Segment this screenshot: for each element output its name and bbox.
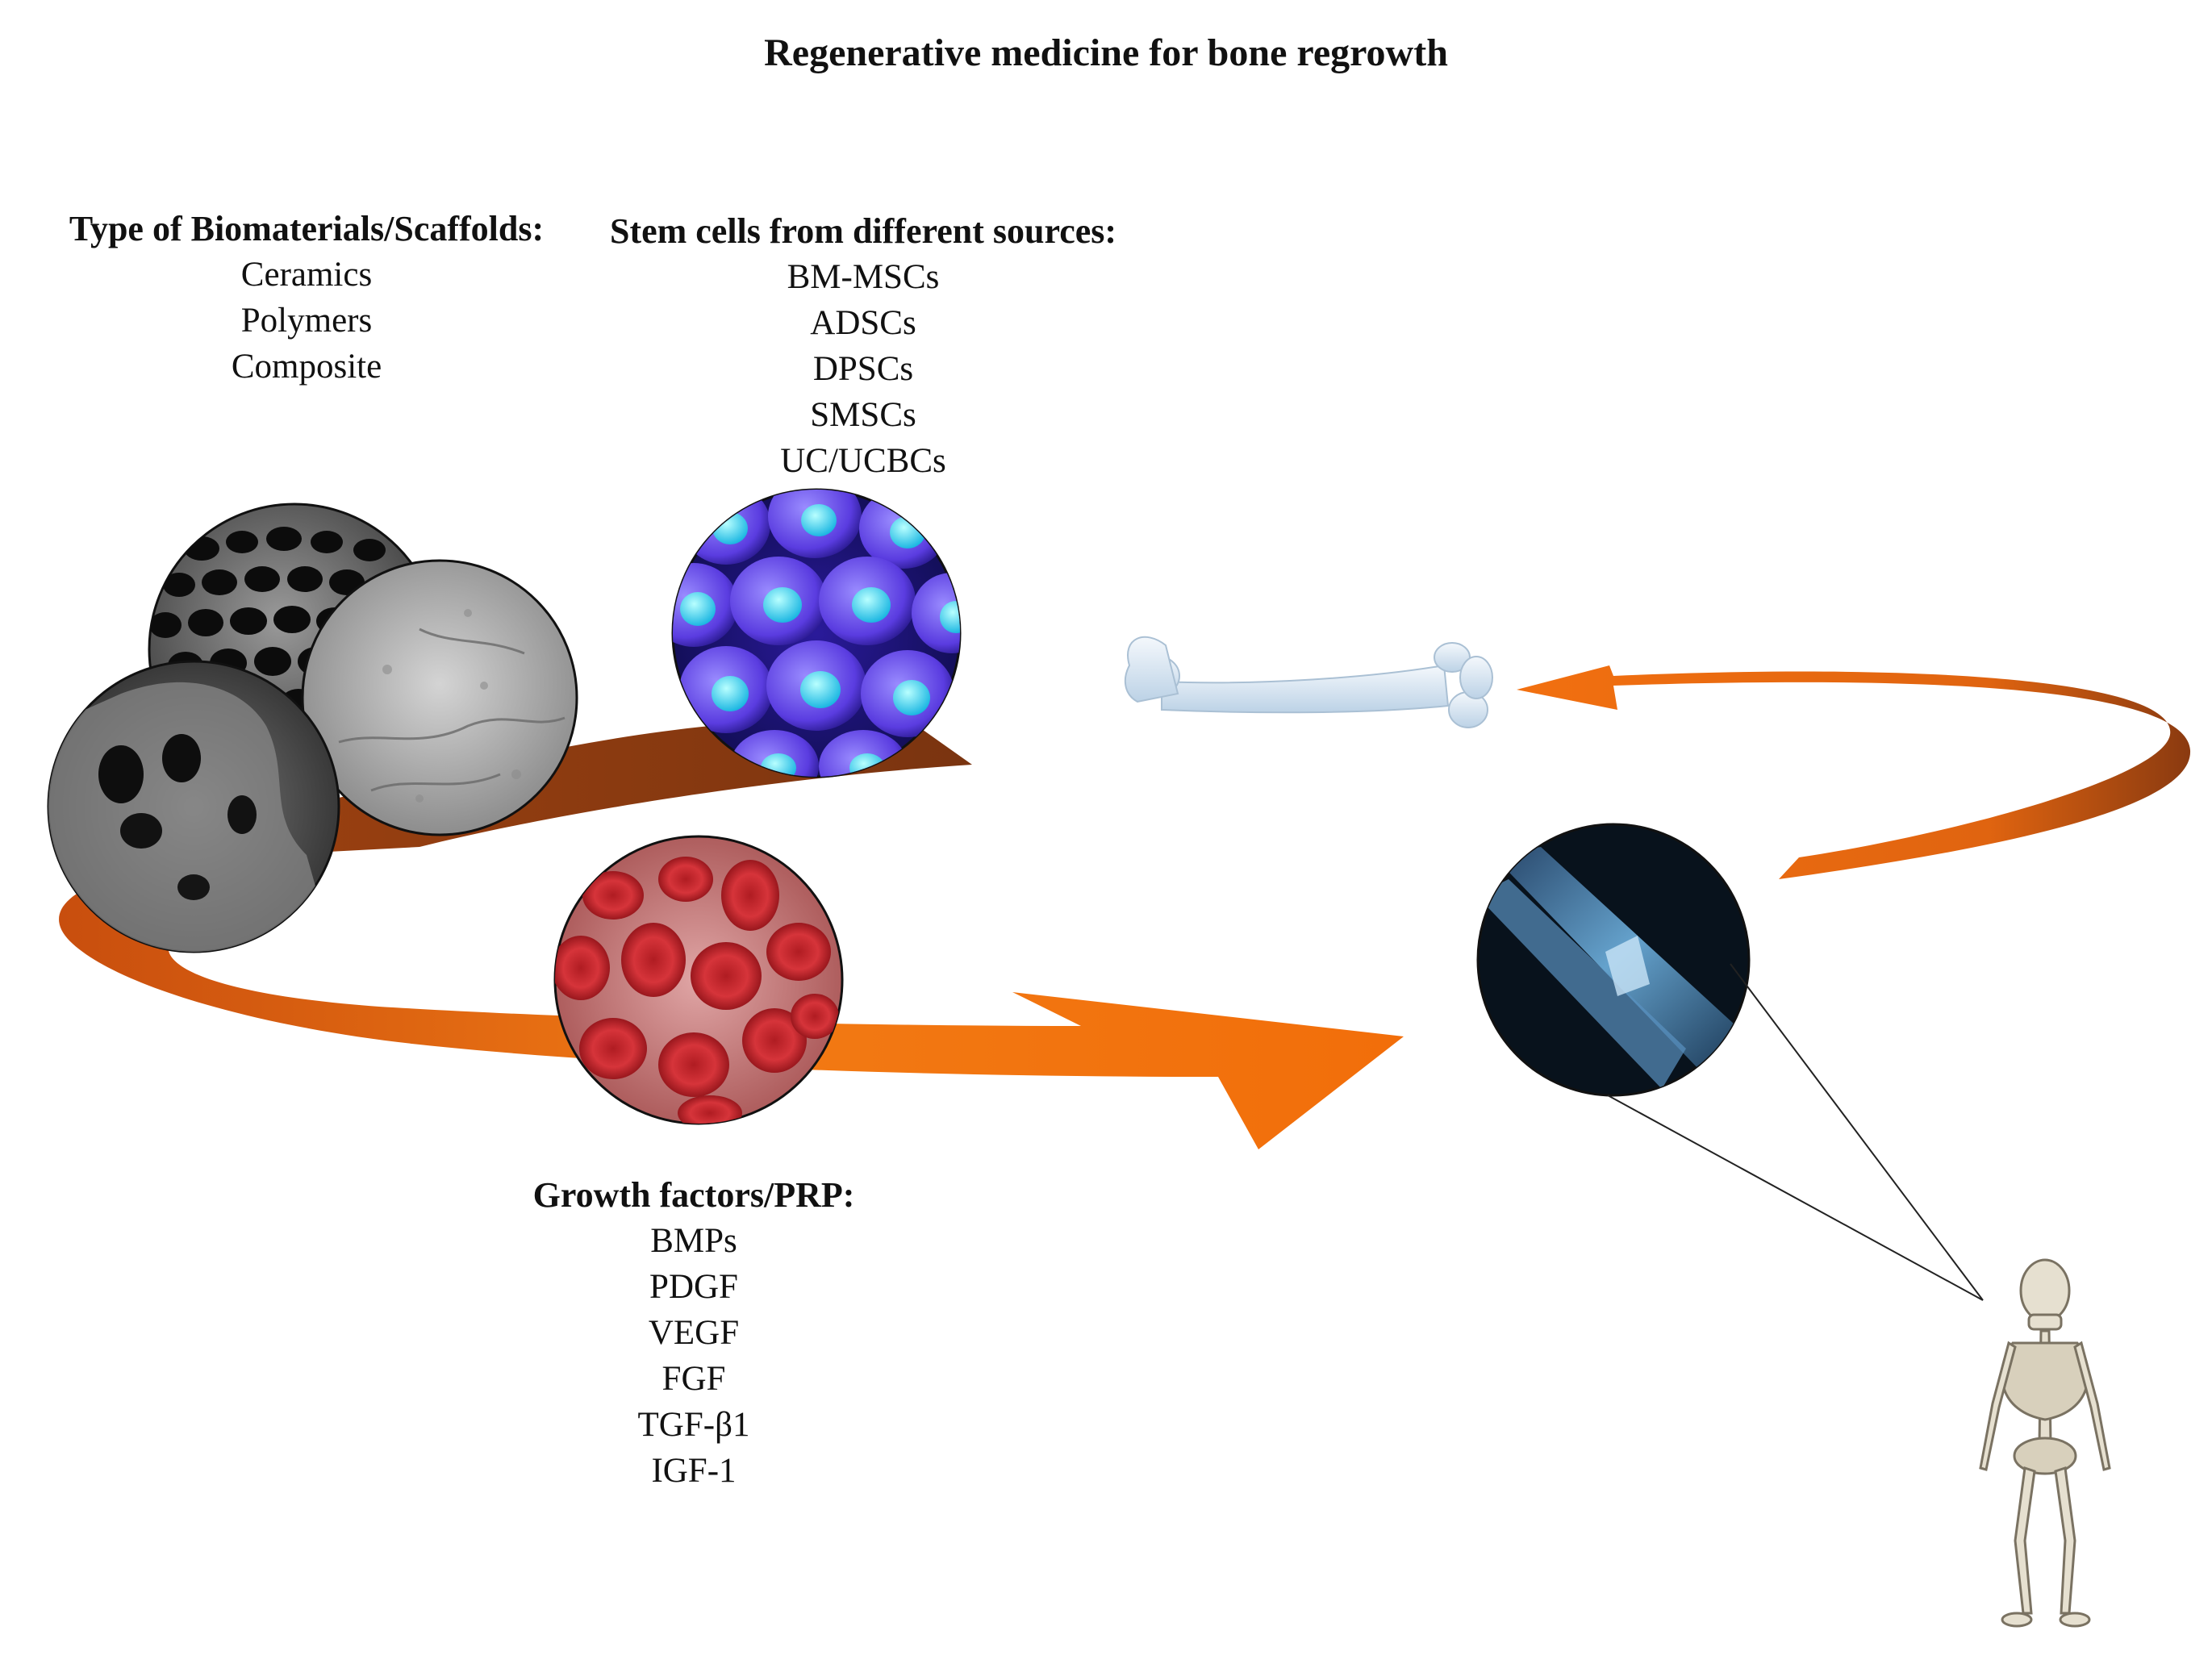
stem-cell-item: DPSCs xyxy=(812,350,914,388)
return-arrow xyxy=(1517,665,2191,879)
growth-factor-item: TGF-β1 xyxy=(637,1406,750,1444)
growth-factors-block: Growth factors/PRP: BMPs PDGF VEGF FGF T… xyxy=(452,1172,936,1494)
stem-cell-item: UC/UCBCs xyxy=(780,442,946,480)
red-blood-cells-image xyxy=(553,835,844,1125)
femur-bone-icon xyxy=(1124,636,1493,728)
stem-cells-block: Stem cells from different sources: BM-MS… xyxy=(581,208,1146,484)
pointer-line xyxy=(1730,963,1984,1301)
growth-factor-item: BMPs xyxy=(650,1222,737,1260)
diagram-title: Regenerative medicine for bone regrowth xyxy=(764,31,1448,74)
main-arrow xyxy=(59,851,1404,1149)
biomaterial-item: Composite xyxy=(231,348,382,386)
xray-fracture-image xyxy=(1476,823,1751,1097)
biomaterials-heading: Type of Biomaterials/Scaffolds: xyxy=(69,209,545,248)
ceramic-surface-image xyxy=(301,559,578,836)
biomaterials-block: Type of Biomaterials/Scaffolds: Ceramics… xyxy=(32,206,581,390)
biomaterial-item: Polymers xyxy=(240,302,373,340)
stem-cell-item: BM-MSCs xyxy=(787,258,940,296)
growth-factor-item: PDGF xyxy=(649,1268,738,1306)
stem-cell-item: SMSCs xyxy=(810,396,916,434)
composite-scaffold-image xyxy=(47,660,340,953)
skeleton-icon xyxy=(1979,1258,2111,1628)
growth-factors-heading: Growth factors/PRP: xyxy=(532,1175,855,1215)
stem-cell-item: ADSCs xyxy=(810,304,916,342)
biomaterial-item: Ceramics xyxy=(240,256,373,294)
growth-factor-item: IGF-1 xyxy=(651,1452,737,1490)
growth-factor-item: VEGF xyxy=(648,1314,740,1352)
pointer-line xyxy=(1607,1095,1984,1301)
stem-cells-heading: Stem cells from different sources: xyxy=(609,211,1117,251)
stem-cells-image xyxy=(671,488,962,778)
growth-factor-item: FGF xyxy=(662,1360,726,1398)
